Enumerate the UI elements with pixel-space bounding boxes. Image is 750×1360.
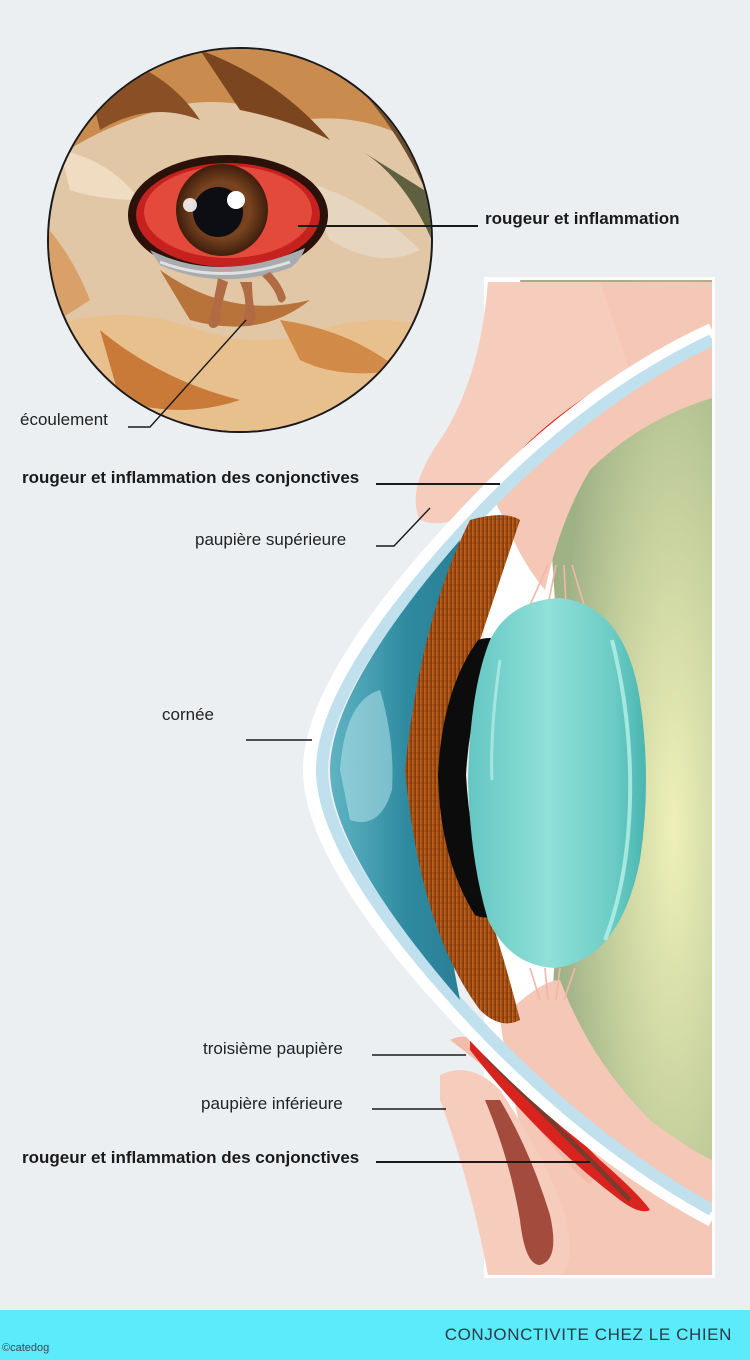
label-redness-upper: rougeur et inflammation des conjonctives <box>22 468 360 487</box>
label-redness-eye: rougeur et inflammation <box>485 209 680 228</box>
label-discharge: écoulement <box>20 410 108 429</box>
label-redness-lower: rougeur et inflammation des conjonctives <box>22 1148 360 1167</box>
dog-eye-closeup <box>47 47 433 433</box>
label-cornea: cornée <box>162 705 214 724</box>
anatomy-artwork <box>47 47 715 1278</box>
copyright-notice: ©catedog <box>2 1342 50 1354</box>
eye-cross-section <box>302 277 715 1278</box>
leader-lines <box>128 225 590 1163</box>
footer-band: CONJONCTIVITE CHEZ LE CHIEN ©catedog <box>0 1310 750 1360</box>
label-lower-eyelid: paupière inférieure <box>201 1094 343 1113</box>
label-upper-eyelid: paupière supérieure <box>195 530 347 549</box>
footer-title: CONJONCTIVITE CHEZ LE CHIEN <box>444 1325 732 1344</box>
label-third-eyelid: troisième paupière <box>203 1039 343 1058</box>
